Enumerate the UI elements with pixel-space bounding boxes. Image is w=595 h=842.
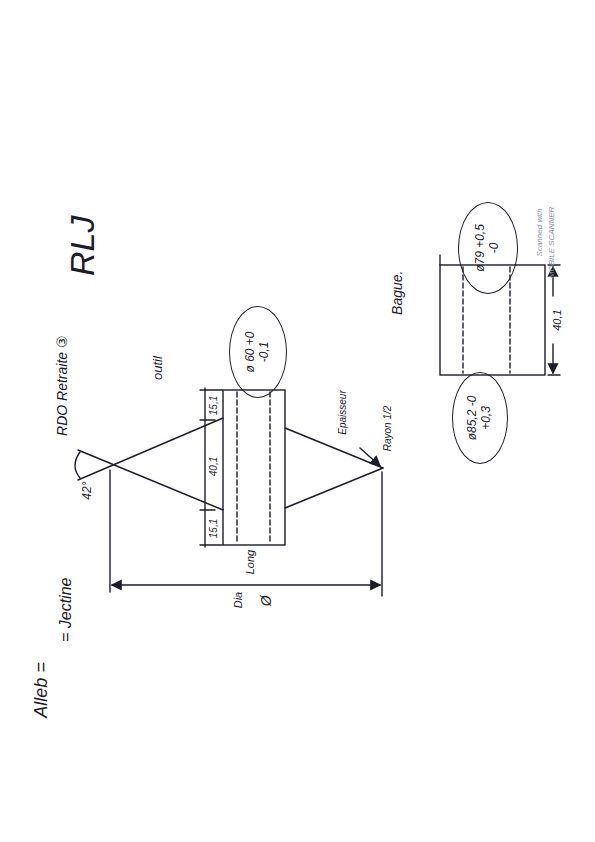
cone-edge	[78, 418, 223, 480]
sketch-note: Dia	[232, 592, 244, 609]
dimension-line	[552, 344, 553, 373]
disc-edge	[285, 468, 383, 508]
sketch-note: 42°	[81, 481, 94, 499]
sketch-note: Long	[244, 550, 256, 574]
bore-line	[236, 392, 237, 543]
ring-body	[440, 265, 545, 375]
sketch-note: outil	[151, 356, 165, 380]
sketch-note: 40,1	[550, 309, 562, 330]
extension-line	[200, 389, 222, 390]
sketch-note: 15,1	[208, 518, 219, 537]
tolerance-oval: ø79 +0,5 -0	[458, 202, 518, 294]
sketch-note: Epaisseur	[337, 390, 348, 434]
sketch-note: RDO Retraite ③	[55, 335, 70, 435]
extension-line	[439, 255, 440, 265]
dimension-line	[204, 388, 205, 547]
tolerance-text: ø 60 +0 -0,1	[244, 324, 272, 380]
signature: RLJ	[64, 215, 101, 275]
sketch-note: 15,1	[208, 395, 219, 414]
bore-line	[269, 392, 270, 543]
sketch-note: Bague.	[390, 270, 405, 314]
extension-line	[548, 374, 560, 375]
extension-line	[381, 472, 382, 596]
sketch-note: 40,1	[208, 456, 219, 475]
angle-arc	[75, 452, 80, 478]
sketch-note: = Jectine	[57, 578, 75, 642]
bore-line	[462, 267, 463, 373]
tolerance-text: ø85,2 -0 +0,3	[466, 390, 494, 446]
tick	[200, 419, 215, 420]
tolerance-text: ø79 +0,5 -0	[474, 220, 502, 276]
sketch-note: Ø	[258, 595, 273, 606]
disc-edge	[285, 428, 383, 468]
sketch-note: Rayon 1/2	[382, 405, 393, 451]
bore-line	[509, 267, 510, 373]
cone-edge	[78, 450, 223, 510]
extension-line	[109, 470, 110, 592]
tolerance-oval: ø 60 +0 -0,1	[229, 306, 287, 398]
watermark: Scanned with	[536, 208, 545, 256]
watermark: MOBILE SCANNER	[548, 206, 557, 278]
extension-line	[200, 544, 222, 545]
sketch-note: Alleb =	[32, 662, 52, 718]
tolerance-oval: ø85,2 -0 +0,3	[452, 372, 508, 464]
dimension-line	[112, 584, 380, 585]
leader-line	[360, 448, 380, 466]
tool-hub	[223, 390, 285, 545]
tick	[200, 509, 215, 510]
